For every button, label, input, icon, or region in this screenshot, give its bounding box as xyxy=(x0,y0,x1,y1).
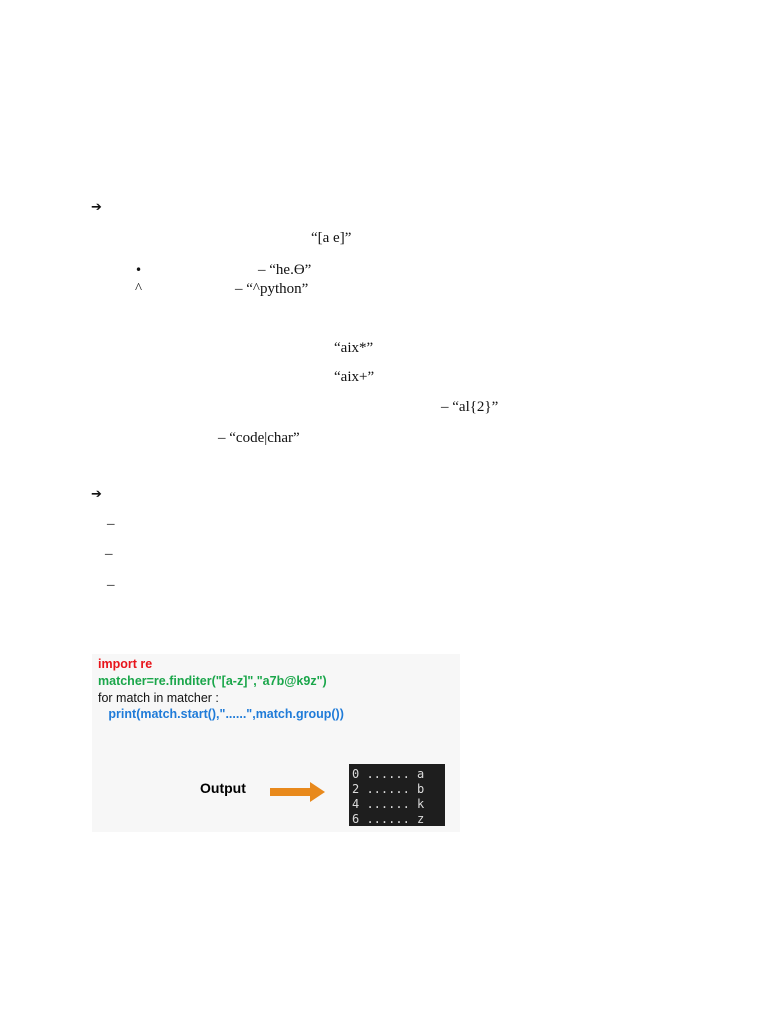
console-line: 4 ...... k xyxy=(352,797,425,811)
code-line: for match in matcher : xyxy=(98,691,219,705)
console-line: 2 ...... b xyxy=(352,782,425,796)
arrow-icon: ➔ xyxy=(91,200,102,215)
pipe-example: – “code|char” xyxy=(218,430,300,446)
code-line: print(match.start(),"......",match.group… xyxy=(98,707,344,721)
code-output-figure: import re matcher=re.finditer("[a-z]","a… xyxy=(92,654,460,832)
right-arrow-icon xyxy=(270,782,325,802)
arrow-icon: ➔ xyxy=(91,487,102,502)
braces-example: – “al{2}” xyxy=(441,399,499,415)
console-line: 6 ...... z xyxy=(352,812,425,826)
caret-example: – “^python” xyxy=(235,281,309,297)
plus-example: “aix+” xyxy=(334,369,375,385)
star-example: “aix*” xyxy=(334,340,374,356)
dash-item: – xyxy=(105,546,113,562)
dash-item: – xyxy=(107,516,115,532)
bullet-caret: ^ xyxy=(135,281,143,297)
bullet-dot: • xyxy=(135,263,143,277)
console-line: 0 ...... a xyxy=(352,767,425,781)
char-class-example: “[a e]” xyxy=(311,230,352,246)
dot-example: – “he.Ө” xyxy=(258,262,312,278)
code-line: matcher=re.finditer("[a-z]","a7b@k9z") xyxy=(98,674,327,688)
code-line: import re xyxy=(98,657,153,671)
output-label: Output xyxy=(200,780,246,796)
dash-item: – xyxy=(107,577,115,593)
console-output: 0 ...... a 2 ...... b 4 ...... k 6 .....… xyxy=(349,764,445,826)
